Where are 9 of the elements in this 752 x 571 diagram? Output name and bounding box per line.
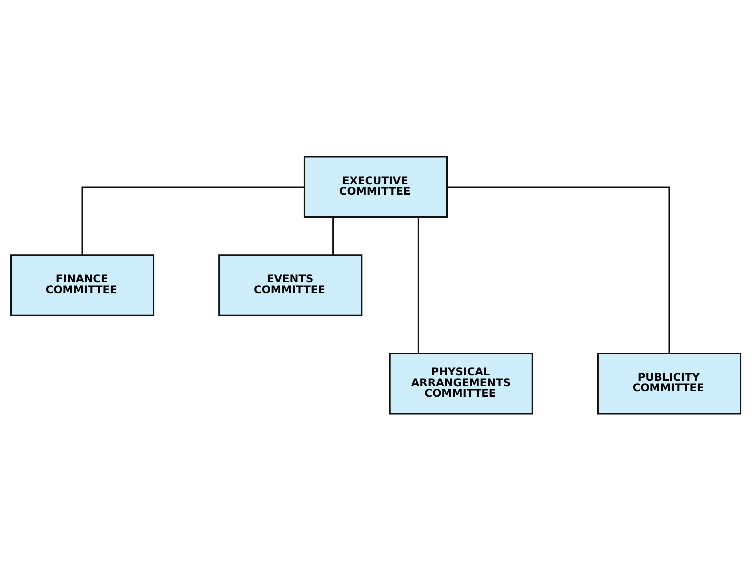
connector	[447, 186, 670, 354]
connector	[82, 186, 305, 256]
node-box: FINANCE COMMITTEE	[10, 254, 155, 316]
node-box: EVENTS COMMITTEE	[218, 254, 363, 316]
connector	[418, 217, 420, 354]
node-box: EXECUTIVE COMMITTEE	[304, 156, 448, 218]
node-box: PUBLICITY COMMITTEE	[597, 352, 742, 415]
connector	[332, 217, 334, 256]
node-box: PHYSICAL ARRANGEMENTS COMMITTEE	[389, 352, 534, 415]
